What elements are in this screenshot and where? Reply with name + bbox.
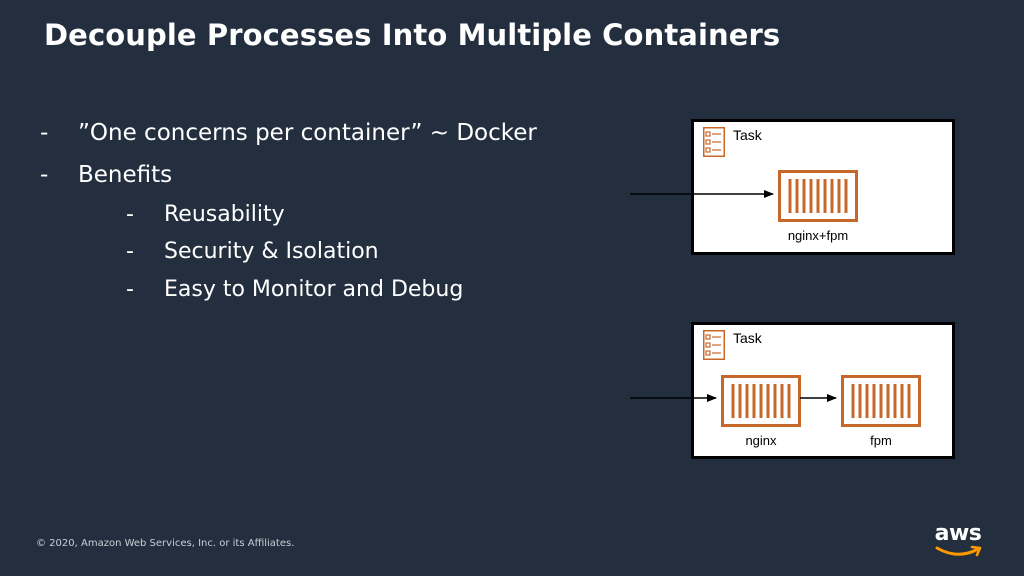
container-label-fpm: fpm [870,433,892,448]
task-label: Task [733,330,762,346]
copyright-footer: © 2020, Amazon Web Services, Inc. or its… [36,538,295,549]
bullet-text: Easy to Monitor and Debug [164,277,464,302]
bullet-benefits: -Benefits [40,162,173,188]
diagram-multiple-containers: Task nginx fpm [691,322,955,459]
task-list-icon [703,330,725,360]
task-label: Task [733,127,762,143]
bullet-one-concern: -”One concerns per container” ~ Docker [40,120,537,146]
container-fpm-icon [841,375,921,427]
bullet-text: Benefits [78,162,173,188]
diagram-single-container: Task nginx+fpm [691,119,955,255]
aws-smile-icon [935,545,982,557]
aws-logo-text: aws [934,521,982,546]
bullet-text: Security & Isolation [164,239,379,264]
container-nginx-icon [721,375,801,427]
aws-logo: aws [930,522,986,560]
container-nginx-fpm-icon [778,170,858,222]
container-label-nginx-fpm: nginx+fpm [787,228,849,243]
bullet-text: Reusability [164,202,285,227]
slide-title: Decouple Processes Into Multiple Contain… [44,18,781,52]
sub-bullet-reusability: -Reusability [126,202,285,227]
sub-bullet-security: -Security & Isolation [126,239,379,264]
sub-bullet-monitor: -Easy to Monitor and Debug [126,277,464,302]
container-label-nginx: nginx [745,433,777,448]
bullet-text: ”One concerns per container” ~ Docker [78,120,537,146]
task-list-icon [703,127,725,157]
